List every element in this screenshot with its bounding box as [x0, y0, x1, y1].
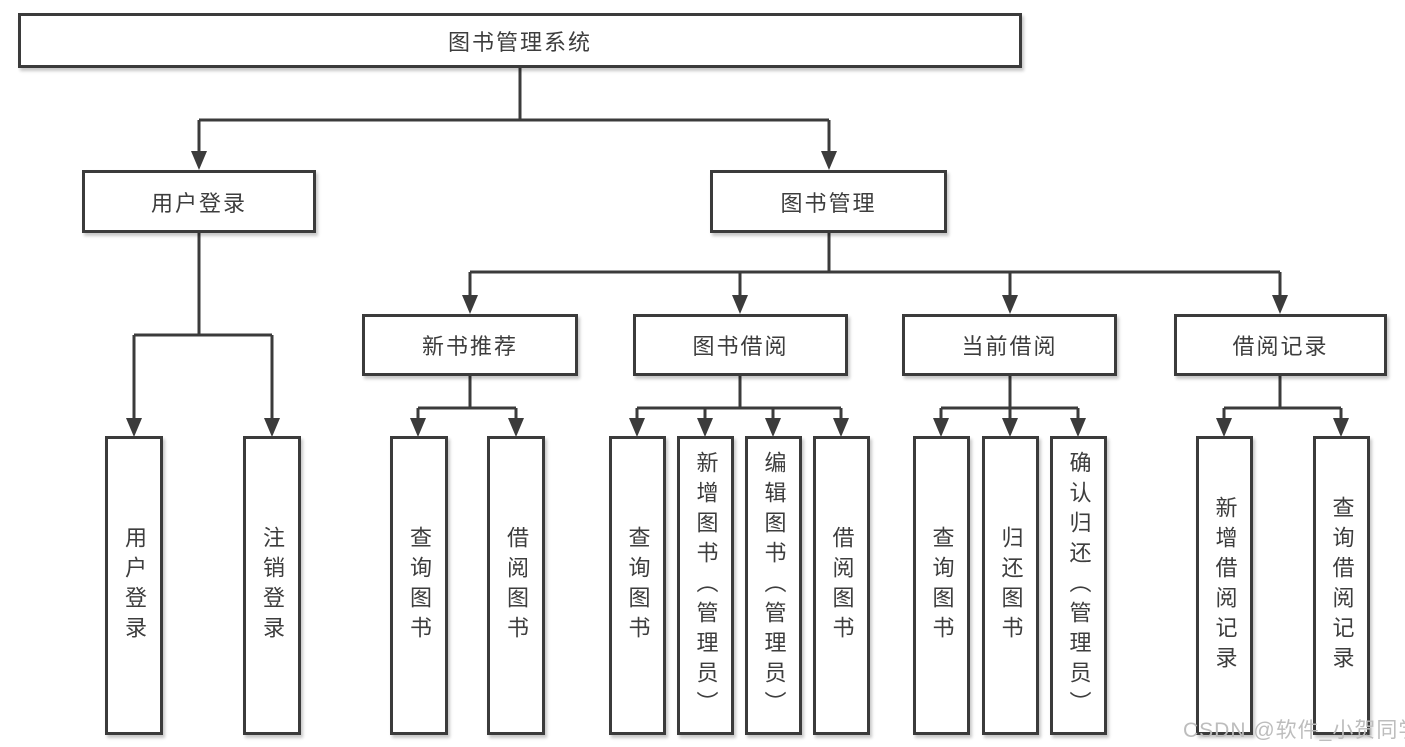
node-user-login: 用户登录: [82, 170, 316, 233]
node-book-management-label: 图书管理: [780, 190, 877, 216]
arrow-down-icon: [821, 151, 837, 170]
node-book-borrow-label: 图书借阅: [692, 334, 789, 359]
node-root-label: 图书管理系统: [447, 29, 592, 55]
arrow-down-icon: [1216, 418, 1232, 437]
node-book-borrow: 图书借阅: [633, 314, 848, 376]
leaf-logout: 注销登录: [243, 436, 301, 735]
arrow-down-icon: [1070, 418, 1086, 437]
connector-borrow-to-leaves: [629, 376, 849, 437]
connector-current-to-leaves: [933, 376, 1086, 437]
leaf-user-login-label: 用户登录: [122, 525, 147, 646]
node-new-book-recommend-label: 新书推荐: [421, 334, 518, 359]
arrow-down-icon: [264, 418, 280, 437]
arrow-down-icon: [629, 418, 645, 437]
arrow-down-icon: [410, 418, 426, 437]
node-book-management: 图书管理: [710, 170, 947, 233]
arrow-down-icon: [833, 418, 849, 437]
leaf-current-return-books-label: 归还图书: [998, 525, 1024, 646]
node-current-borrow-label: 当前借阅: [961, 334, 1058, 359]
node-user-login-label: 用户登录: [150, 190, 247, 216]
connector-recommend-to-leaves: [410, 376, 524, 437]
arrow-down-icon: [732, 295, 748, 314]
connector-book-management-to-level3: [462, 233, 1288, 314]
leaf-recommend-borrow-books-label: 借阅图书: [504, 525, 529, 646]
leaf-current-return-books: 归还图书: [982, 436, 1039, 735]
leaf-borrow-edit-books-admin-label: 编辑图书（管理员）: [761, 450, 787, 721]
arrow-down-icon: [1002, 418, 1018, 437]
arrow-down-icon: [933, 418, 949, 437]
leaf-current-query-books: 查询图书: [913, 436, 970, 735]
arrow-down-icon: [508, 418, 524, 437]
leaf-borrow-edit-books-admin: 编辑图书（管理员）: [745, 436, 802, 735]
leaf-recommend-borrow-books: 借阅图书: [487, 436, 545, 735]
leaf-records-add-label: 新增借阅记录: [1212, 495, 1238, 676]
node-root: 图书管理系统: [18, 13, 1022, 68]
watermark: CSDN @软件_小贺同学: [1183, 719, 1405, 742]
node-borrow-records-label: 借阅记录: [1232, 334, 1329, 359]
arrow-down-icon: [697, 418, 713, 437]
leaf-recommend-query-books-label: 查询图书: [407, 525, 432, 646]
node-new-book-recommend: 新书推荐: [362, 314, 578, 376]
leaf-records-query: 查询借阅记录: [1313, 436, 1370, 735]
leaf-user-login: 用户登录: [105, 436, 163, 735]
arrow-down-icon: [1002, 295, 1018, 314]
node-current-borrow: 当前借阅: [902, 314, 1117, 376]
connector-user-login-to-leaves: [126, 233, 280, 437]
connector-root-to-level2: [191, 68, 837, 170]
leaf-borrow-query-books: 查询图书: [609, 436, 666, 735]
arrow-down-icon: [462, 295, 478, 314]
leaf-borrow-lend-books: 借阅图书: [813, 436, 870, 735]
leaf-borrow-add-books-admin-label: 新增图书（管理员）: [693, 450, 719, 721]
arrow-down-icon: [191, 151, 207, 170]
leaf-recommend-query-books: 查询图书: [390, 436, 448, 735]
arrow-down-icon: [765, 418, 781, 437]
connector-records-to-leaves: [1216, 376, 1349, 437]
leaf-current-confirm-return-admin: 确认归还（管理员）: [1050, 436, 1107, 735]
leaf-records-add: 新增借阅记录: [1196, 436, 1253, 735]
leaf-borrow-add-books-admin: 新增图书（管理员）: [677, 436, 734, 735]
leaf-current-confirm-return-admin-label: 确认归还（管理员）: [1066, 450, 1092, 721]
leaf-borrow-query-books-label: 查询图书: [625, 525, 651, 646]
arrow-down-icon: [126, 418, 142, 437]
leaf-current-query-books-label: 查询图书: [929, 525, 955, 646]
node-borrow-records: 借阅记录: [1174, 314, 1387, 376]
leaf-records-query-label: 查询借阅记录: [1329, 495, 1355, 676]
arrow-down-icon: [1333, 418, 1349, 437]
leaf-logout-label: 注销登录: [260, 525, 285, 646]
leaf-borrow-lend-books-label: 借阅图书: [829, 525, 855, 646]
arrow-down-icon: [1272, 295, 1288, 314]
